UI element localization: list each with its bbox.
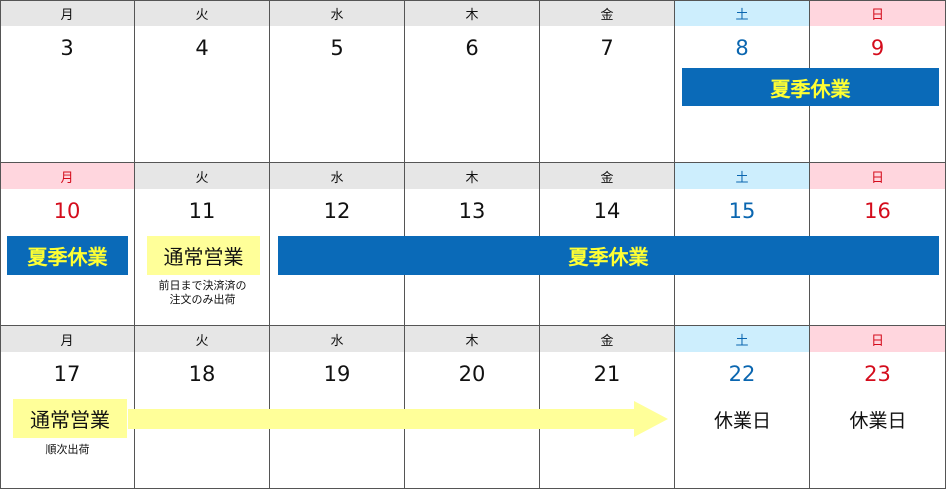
weekday-header: 木	[405, 326, 539, 352]
weekday-header: 火	[135, 163, 269, 189]
summer-holiday-bar: 夏季休業	[278, 236, 939, 275]
day-number: 3	[60, 36, 74, 60]
shipping-note: 前日まで決済済の 注文のみ出荷	[158, 279, 247, 306]
day-number: 11	[188, 199, 216, 223]
weekday-header: 日	[810, 163, 945, 189]
weekday-header: 金	[540, 163, 674, 189]
weekday-header: 水	[270, 163, 404, 189]
weekday-header: 火	[135, 0, 269, 26]
day-number: 22	[728, 362, 756, 386]
weekday-header: 木	[405, 163, 539, 189]
closed-day-label: 休業日	[713, 410, 771, 432]
day-number: 12	[323, 199, 351, 223]
weekday-header: 土	[675, 163, 809, 189]
weekday-header: 水	[270, 326, 404, 352]
weekday-header: 金	[540, 326, 674, 352]
day-number: 14	[593, 199, 621, 223]
weekday-header: 月	[0, 163, 134, 189]
summer-holiday-bar: 夏季休業	[682, 68, 939, 106]
weekday-header: 日	[810, 326, 945, 352]
weekday-header: 月	[0, 0, 134, 26]
day-number: 21	[593, 362, 621, 386]
normal-business-label: 通常営業	[13, 399, 127, 438]
day-number: 7	[600, 36, 614, 60]
day-number: 4	[195, 36, 209, 60]
day-number: 10	[53, 199, 81, 223]
day-cell[interactable]: 水 19	[270, 326, 405, 489]
day-number: 19	[323, 362, 351, 386]
shipping-note: 順次出荷	[45, 443, 90, 456]
day-number: 16	[864, 199, 891, 223]
day-number: 18	[188, 362, 216, 386]
day-cell[interactable]: 火 18	[135, 326, 270, 489]
normal-business-label: 通常営業	[147, 236, 260, 275]
day-cell[interactable]: 土 22	[675, 326, 810, 489]
day-cell[interactable]: 金 21	[540, 326, 675, 489]
weekday-header: 金	[540, 0, 674, 26]
day-number: 20	[458, 362, 486, 386]
weekday-header: 日	[810, 0, 945, 26]
day-number: 5	[330, 36, 344, 60]
day-number: 13	[458, 199, 486, 223]
summer-holiday-bar: 夏季休業	[7, 236, 128, 275]
day-number: 6	[465, 36, 479, 60]
weekday-header: 月	[0, 326, 134, 352]
day-number: 8	[735, 36, 749, 60]
weekday-header: 木	[405, 0, 539, 26]
closed-day-label: 休業日	[849, 410, 907, 432]
day-cell[interactable]: 木 20	[405, 326, 540, 489]
weekday-header: 土	[675, 0, 809, 26]
arrow-right-icon	[128, 401, 668, 437]
day-number: 15	[728, 199, 756, 223]
day-number: 17	[53, 362, 81, 386]
weekday-header: 火	[135, 326, 269, 352]
weekday-header: 水	[270, 0, 404, 26]
day-number: 9	[870, 36, 885, 60]
day-number: 23	[864, 362, 891, 386]
weekday-header: 土	[675, 326, 809, 352]
